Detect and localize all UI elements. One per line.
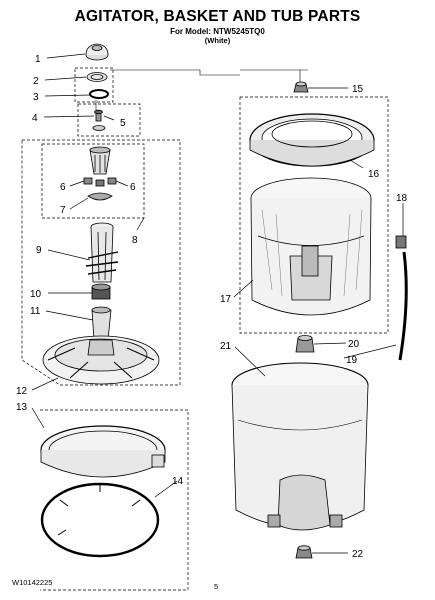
callout-15: 15 (352, 84, 364, 95)
callout-11: 11 (30, 306, 41, 317)
box-agitator-assembly (41, 143, 145, 219)
nut-part-15 (293, 81, 309, 93)
box-basket-15-17 (239, 96, 389, 334)
callout-14: 14 (172, 476, 184, 487)
tub-seal-part-14 (40, 482, 160, 558)
group-boxes (21, 67, 389, 591)
callout-8: 8 (132, 235, 138, 246)
box-tub-ring-13-14 (40, 409, 189, 591)
tub-ring-part-13 (40, 425, 166, 478)
callout-22: 22 (352, 549, 364, 560)
hose-part-18-19 (395, 235, 408, 361)
callout-20: 20 (348, 339, 360, 350)
agitator-cap-part-1 (85, 43, 109, 61)
connector-lines (95, 69, 308, 116)
document-id: W10142225 (12, 578, 53, 587)
bolt-part-4 (94, 109, 103, 122)
callout-21: 21 (220, 341, 232, 352)
callout-labels: 1 2 3 4 5 6 6 7 8 9 10 11 12 13 14 15 16… (16, 54, 408, 560)
callout-6a: 6 (60, 182, 66, 193)
box-parts-4-5 (77, 103, 141, 137)
box-parts-1-2 (74, 67, 114, 103)
model-subtitle: For Model: NTW5245TQ0 (170, 27, 265, 36)
callout-9: 9 (36, 245, 42, 256)
agitator-cam-assembly (83, 146, 117, 201)
page-title: AGITATOR, BASKET AND TUB PARTS (74, 8, 361, 25)
basket-part-17 (250, 177, 372, 316)
agitator-auger-part-9 (85, 222, 119, 283)
washer-part-5 (92, 125, 106, 131)
leader-lines (31, 53, 404, 554)
callout-13: 13 (16, 402, 28, 413)
callout-2: 2 (33, 76, 39, 87)
box-agitator-bracket-8 (21, 139, 181, 386)
callout-3: 3 (33, 92, 39, 103)
callout-17: 17 (220, 294, 232, 305)
page-number: 5 (214, 582, 219, 591)
callout-5: 5 (120, 118, 126, 129)
coupler-part-10 (91, 283, 111, 300)
callout-6b: 6 (130, 182, 136, 193)
outer-tub-part-21 (231, 362, 369, 531)
callout-10: 10 (30, 289, 42, 300)
callout-7: 7 (60, 205, 66, 216)
color-subtitle: (White) (204, 36, 231, 45)
tub-nut-part-22 (295, 545, 313, 559)
seal-part-2 (86, 72, 108, 82)
callout-1: 1 (35, 54, 41, 65)
callout-12: 12 (16, 386, 28, 397)
balance-ring-part-16 (249, 113, 375, 167)
callout-18: 18 (396, 193, 408, 204)
callout-19: 19 (346, 355, 358, 366)
agitator-base-part-11-12 (42, 306, 160, 385)
drive-block-part-20 (295, 335, 315, 353)
callout-16: 16 (368, 169, 380, 180)
callout-4: 4 (32, 113, 38, 124)
o-ring-part-3 (89, 89, 109, 99)
